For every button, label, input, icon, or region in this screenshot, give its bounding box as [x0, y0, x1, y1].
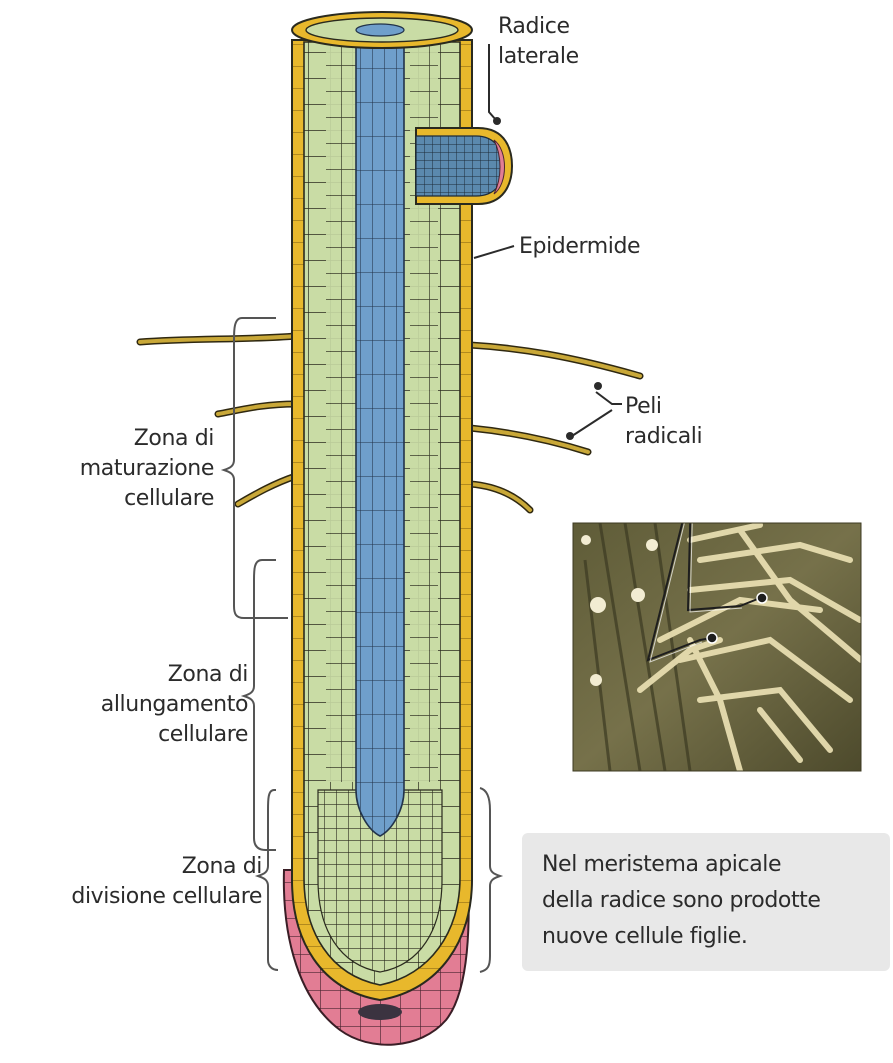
lateral-root-pointer-dot	[493, 117, 501, 125]
quiescent-center	[358, 1004, 402, 1020]
root-hair-pointer-dot-1	[594, 382, 602, 390]
bracket-maturation	[224, 318, 288, 618]
root-hair-micrograph	[573, 452, 861, 771]
bracket-elongation	[244, 560, 276, 850]
lateral-root	[416, 128, 512, 204]
bracket-meristem-right	[480, 788, 500, 972]
vascular-cylinder	[356, 34, 404, 836]
label-division-zone: Zona di divisione cellulare	[4, 852, 262, 912]
root-top-vascular	[356, 24, 404, 36]
root-hair-pointer-dot-2	[566, 432, 574, 440]
meristem-note-box: Nel meristema apicale della radice sono …	[522, 833, 890, 971]
label-lateral-root: Radice laterale	[498, 12, 579, 72]
label-maturation-zone: Zona di maturazione cellulare	[40, 424, 214, 514]
label-elongation-zone: Zona di allungamento cellulare	[20, 660, 248, 750]
label-epidermis: Epidermide	[519, 232, 640, 262]
cortex-inner-band-left	[326, 42, 356, 782]
meristem-note-text: Nel meristema apicale della radice sono …	[542, 847, 882, 955]
label-root-hairs: Peli radicali	[625, 392, 702, 452]
